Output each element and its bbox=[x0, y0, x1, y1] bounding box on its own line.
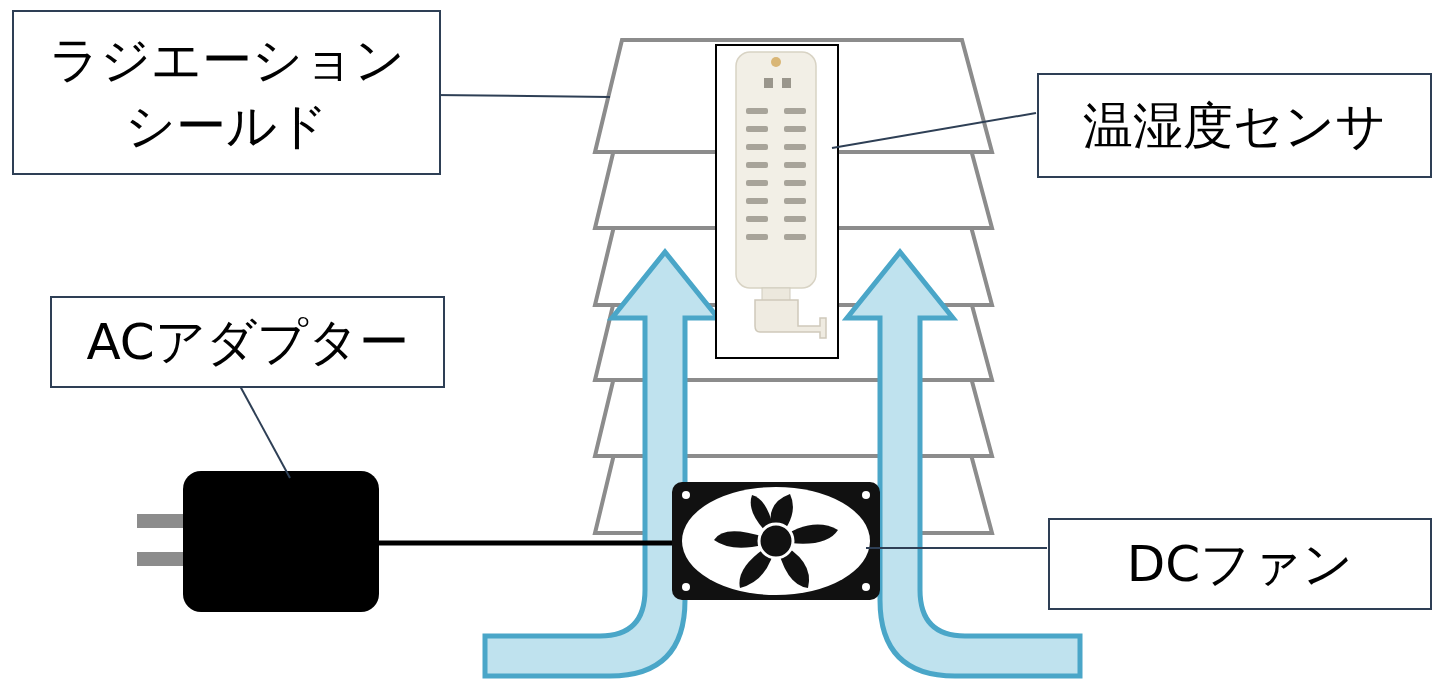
fan-hole bbox=[682, 583, 690, 591]
sensor-connector bbox=[755, 300, 826, 338]
fan-opening bbox=[682, 487, 870, 595]
airflow-arrow bbox=[485, 252, 718, 676]
airflow-arrow bbox=[847, 252, 1080, 676]
label-box: ラジエーション シールド bbox=[12, 10, 441, 175]
fan-blades bbox=[714, 494, 838, 588]
sensor-body bbox=[736, 52, 816, 288]
sensor-screw bbox=[771, 57, 781, 67]
dc-fan bbox=[672, 482, 880, 600]
label-box: ACアダプター bbox=[50, 296, 445, 388]
sensor-slot bbox=[764, 78, 773, 88]
label-text: DCファン bbox=[1127, 531, 1353, 597]
sensor-slot bbox=[782, 78, 791, 88]
sensor-slots bbox=[746, 108, 806, 240]
sensor-picture bbox=[716, 45, 838, 358]
adapter-body bbox=[183, 471, 379, 612]
fan-hub bbox=[759, 524, 793, 558]
plug-prong bbox=[137, 514, 187, 528]
label-box: DCファン bbox=[1048, 518, 1432, 610]
fan-hole bbox=[682, 491, 690, 499]
airflow-arrows bbox=[485, 252, 1080, 676]
label-box: 温湿度センサ bbox=[1037, 73, 1432, 178]
sensor-frame bbox=[716, 45, 838, 358]
fan-frame bbox=[672, 482, 880, 600]
leader-line bbox=[434, 95, 610, 97]
leader-line bbox=[832, 113, 1036, 148]
leader-line bbox=[866, 547, 1047, 549]
fan-hole bbox=[862, 491, 870, 499]
fan-hole bbox=[862, 583, 870, 591]
label-text: ACアダプター bbox=[86, 309, 408, 375]
leader-line bbox=[240, 386, 290, 478]
power-cable bbox=[378, 541, 676, 546]
label-text: ラジエーション シールド bbox=[28, 27, 425, 159]
label-text: 温湿度センサ bbox=[1083, 93, 1386, 159]
plug-prong bbox=[137, 552, 187, 566]
ac-adapter bbox=[137, 471, 379, 612]
